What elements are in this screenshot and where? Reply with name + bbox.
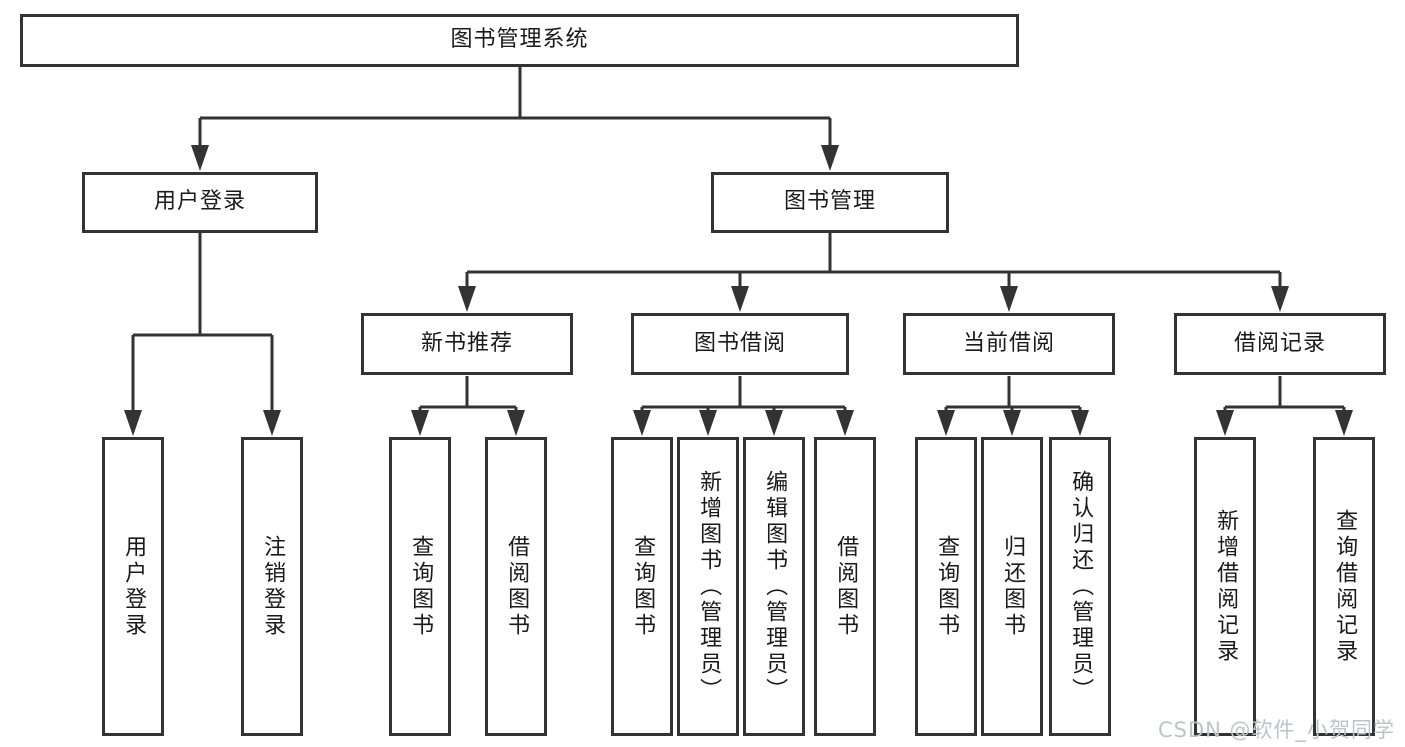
leaf-label: 查询图书: [934, 534, 960, 639]
leaf-confirm-return-admin: 确认归还（管理员）: [1049, 437, 1111, 736]
node-new-book-recommend: 新书推荐: [361, 313, 573, 375]
node-current-borrow: 当前借阅: [903, 313, 1115, 375]
leaf-query-books-borrow: 查询图书: [611, 437, 673, 736]
arrowheads: [124, 145, 1353, 436]
leaf-add-borrow-record: 新增借阅记录: [1194, 437, 1256, 736]
node-book-management: 图书管理: [711, 172, 949, 233]
leaf-label: 借阅图书: [833, 534, 859, 639]
leaf-return-books: 归还图书: [981, 437, 1043, 736]
leaf-label: 查询图书: [630, 534, 656, 639]
leaf-borrow-books-recommend: 借阅图书: [485, 437, 547, 736]
leaf-logout: 注销登录: [241, 437, 303, 736]
watermark: CSDN @软件_小贺同学: [1158, 718, 1396, 742]
leaf-label: 借阅图书: [504, 534, 530, 639]
leaf-query-books-current: 查询图书: [915, 437, 977, 736]
node-root-system: 图书管理系统: [20, 14, 1019, 67]
leaf-edit-books-admin: 编辑图书（管理员）: [743, 437, 805, 736]
leaf-label: 确认归还（管理员）: [1068, 469, 1094, 704]
leaf-label: 查询图书: [408, 534, 434, 639]
leaf-label: 用户登录: [121, 534, 147, 639]
node-borrow-records: 借阅记录: [1174, 313, 1386, 375]
leaf-label: 归还图书: [1000, 534, 1026, 639]
leaf-query-borrow-record: 查询借阅记录: [1313, 437, 1375, 736]
leaf-borrow-books: 借阅图书: [814, 437, 876, 736]
leaf-label: 新增图书（管理员）: [696, 469, 722, 704]
node-book-borrow: 图书借阅: [631, 313, 849, 375]
node-user-login: 用户登录: [82, 172, 318, 233]
leaf-user-login: 用户登录: [102, 437, 164, 736]
leaf-label: 编辑图书（管理员）: [762, 469, 788, 704]
leaf-query-books-recommend: 查询图书: [389, 437, 451, 736]
leaf-label: 新增借阅记录: [1213, 508, 1239, 665]
leaf-label: 注销登录: [260, 534, 286, 639]
leaf-label: 查询借阅记录: [1332, 508, 1358, 665]
leaf-add-books-admin: 新增图书（管理员）: [677, 437, 739, 736]
